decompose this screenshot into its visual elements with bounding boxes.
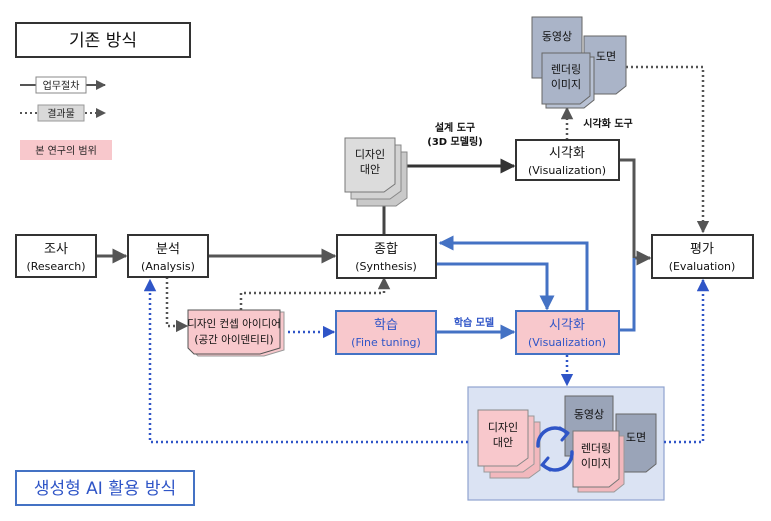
svg-text:디자인 컨셉 아이디어: 디자인 컨셉 아이디어 <box>187 318 281 330</box>
svg-text:렌더링: 렌더링 <box>581 442 611 455</box>
doc-design-alternative-pink: 디자인 대안 <box>477 409 541 479</box>
doc-render-top: 렌더링 이미지 <box>541 52 595 109</box>
svg-text:생성형 AI 활용 방식: 생성형 AI 활용 방식 <box>34 479 176 499</box>
svg-text:도면: 도면 <box>626 431 646 444</box>
node-evaluation: 평가 (Evaluation) <box>651 234 754 279</box>
svg-text:(공간 아이덴티티): (공간 아이덴티티) <box>194 334 273 346</box>
legend: 업무절차 결과물 본 연구의 범위 <box>20 76 112 160</box>
svg-text:렌더링: 렌더링 <box>551 63 581 76</box>
svg-text:(Evaluation): (Evaluation) <box>669 260 736 273</box>
doc-render-ai: 렌더링 이미지 <box>572 430 625 493</box>
svg-text:분석: 분석 <box>156 242 180 257</box>
svg-text:(Analysis): (Analysis) <box>141 260 195 273</box>
svg-text:(Visualization): (Visualization) <box>528 336 606 349</box>
legend-result: 결과물 <box>47 108 75 120</box>
svg-text:대안: 대안 <box>360 163 380 176</box>
svg-text:시각화: 시각화 <box>549 146 585 161</box>
svg-text:도면: 도면 <box>596 50 616 63</box>
svg-text:평가: 평가 <box>690 242 714 257</box>
svg-text:(Synthesis): (Synthesis) <box>355 260 417 273</box>
svg-text:(Visualization): (Visualization) <box>528 164 606 177</box>
svg-text:설계 도구: 설계 도구 <box>435 121 475 134</box>
legend-scope: 본 연구의 범위 <box>35 144 97 157</box>
svg-text:동영상: 동영상 <box>574 408 604 421</box>
svg-text:디자인: 디자인 <box>355 148 385 161</box>
edge-label-design-tool: 설계 도구 (3D 모델링) <box>427 121 482 148</box>
conventional-title: 기존 방식 <box>15 22 191 58</box>
svg-text:기존 방식: 기존 방식 <box>69 31 137 51</box>
svg-text:대안: 대안 <box>493 436 513 449</box>
node-analysis: 분석 (Analysis) <box>127 234 209 278</box>
svg-text:이미지: 이미지 <box>581 457 611 470</box>
node-design-concept: 디자인 컨셉 아이디어 (공간 아이덴티티) <box>187 309 285 357</box>
ai-connectors <box>143 235 710 444</box>
doc-design-alternative-gray: 디자인 대안 <box>344 137 408 207</box>
svg-text:(Research): (Research) <box>26 260 85 273</box>
node-research: 조사 (Research) <box>15 234 97 278</box>
svg-text:종합: 종합 <box>374 242 398 257</box>
svg-text:디자인: 디자인 <box>488 421 518 434</box>
edge-label-learn-model: 학습 모델 <box>454 316 494 329</box>
svg-text:조사: 조사 <box>44 242 68 257</box>
conventional-connectors <box>96 65 710 333</box>
node-finetune: 학습 (Fine tuning) <box>335 310 437 355</box>
svg-text:이미지: 이미지 <box>551 78 581 91</box>
edge-label-vis-tool: 시각화 도구 <box>583 118 632 130</box>
node-visualization-ai: 시각화 (Visualization) <box>515 310 620 355</box>
cycle-arrows-icon <box>536 426 574 472</box>
svg-text:(3D 모델링): (3D 모델링) <box>427 136 482 148</box>
doc-drawing-ai: 도면 <box>615 413 657 473</box>
svg-text:(Fine tuning): (Fine tuning) <box>351 336 421 349</box>
node-visualization-top: 시각화 (Visualization) <box>515 139 620 181</box>
legend-process: 업무절차 <box>43 79 80 92</box>
node-synthesis: 종합 (Synthesis) <box>336 234 437 279</box>
svg-text:동영상: 동영상 <box>542 30 572 43</box>
svg-text:학습: 학습 <box>374 318 398 333</box>
generative-title: 생성형 AI 활용 방식 <box>15 470 195 506</box>
svg-text:시각화: 시각화 <box>549 318 585 333</box>
